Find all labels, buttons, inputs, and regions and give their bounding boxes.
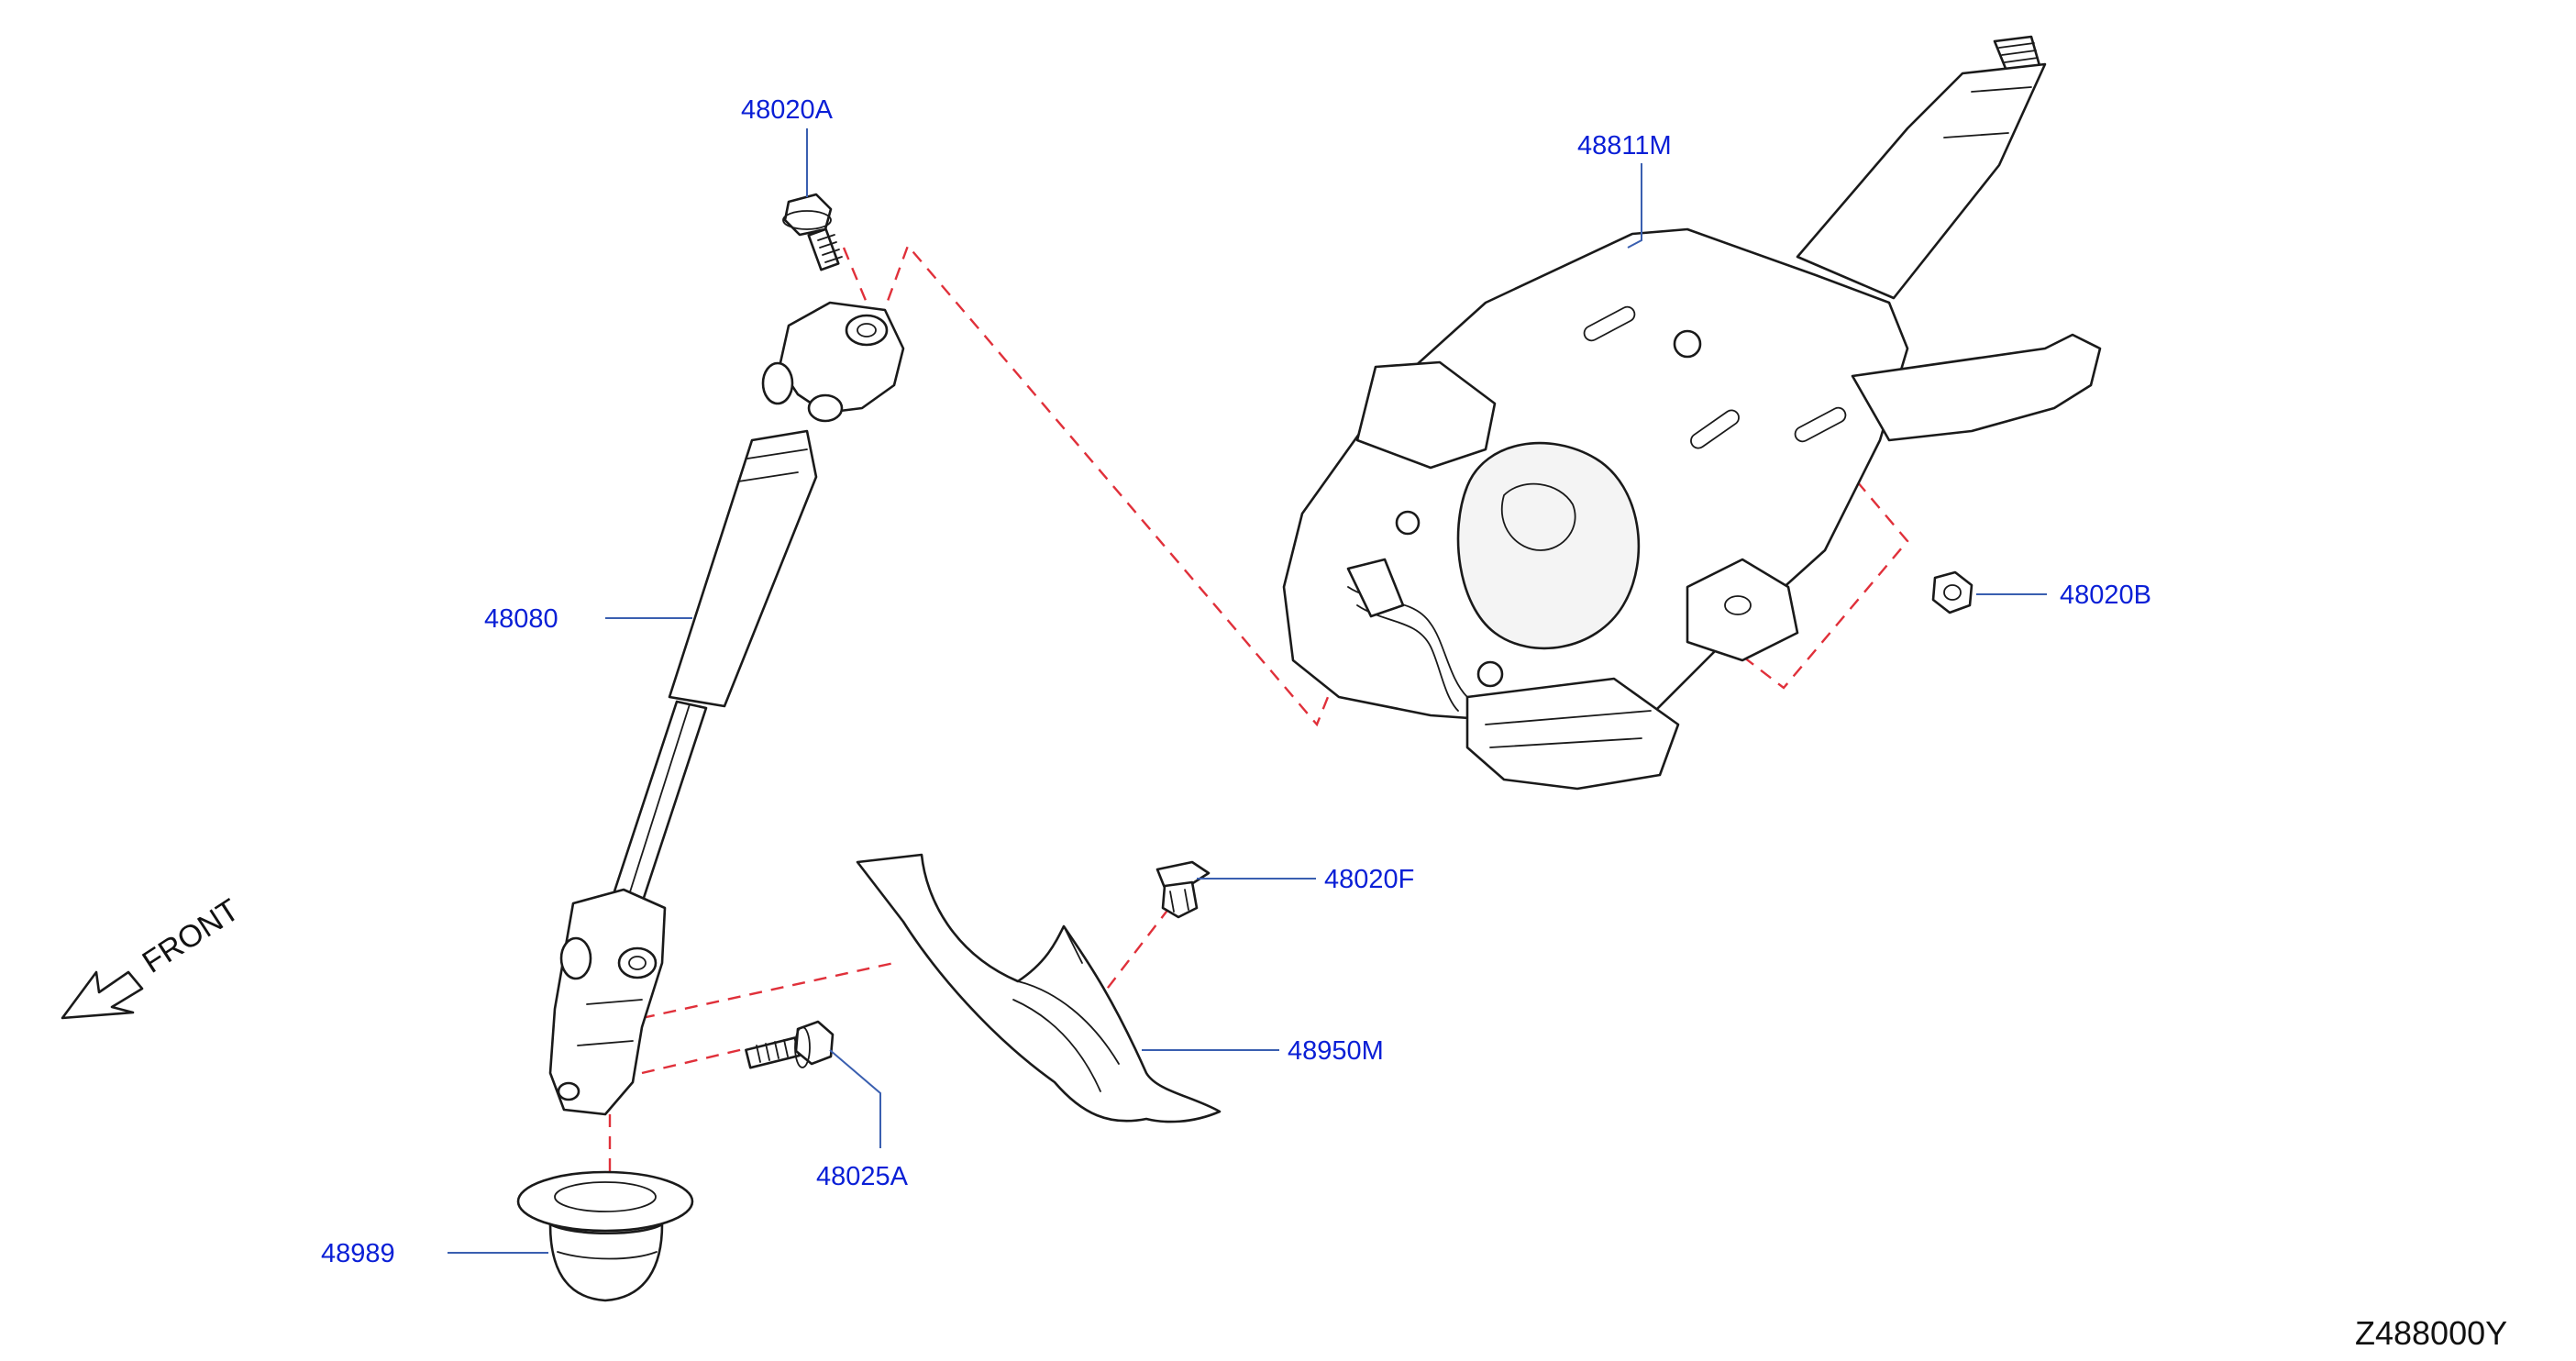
clip-48020f xyxy=(1155,860,1211,919)
dashed-line-bolt-to-joint xyxy=(641,1046,748,1075)
upper-yoke xyxy=(778,301,905,415)
callout-48950m: 48950M xyxy=(1288,1036,1384,1066)
lower-shaft xyxy=(611,700,708,905)
eps-motor-housing xyxy=(1456,441,1641,650)
column-upper-tube xyxy=(1796,62,2047,300)
lower-cross-cap-left xyxy=(559,936,592,980)
steering-column-48811m xyxy=(1282,35,2102,791)
front-arrow-icon xyxy=(61,970,144,1020)
lower-cross-cap-right xyxy=(617,946,658,979)
column-right-bracket xyxy=(1686,558,1799,662)
callout-48811m: 48811M xyxy=(1577,131,1672,160)
dashed-line-shaft-to-cover xyxy=(641,961,895,1020)
front-indicator: FRONT xyxy=(61,892,246,1020)
upper-cross-cap xyxy=(761,361,794,405)
intermediate-shaft-48080 xyxy=(548,301,905,1116)
clip-body xyxy=(1161,880,1199,919)
bolt-flange xyxy=(794,1026,811,1068)
column-left-bracket xyxy=(1355,360,1497,470)
dashed-line-shaft-to-column xyxy=(879,243,1350,727)
bolt-flange xyxy=(782,210,832,230)
callout-48025a: 48025A xyxy=(816,1162,909,1191)
callout-48020a: 48020A xyxy=(741,95,834,125)
column-right-bracket-arm xyxy=(1851,333,2102,442)
callout-48080: 48080 xyxy=(484,604,558,634)
callout-48020f: 48020F xyxy=(1324,865,1414,894)
seal-flange xyxy=(516,1170,694,1233)
callout-48020b: 48020B xyxy=(2060,581,2151,610)
column-lower-housing xyxy=(1465,677,1680,791)
seal-body xyxy=(548,1223,664,1302)
motor-cap-outline xyxy=(1501,482,1576,551)
dashed-line-clip-to-cover xyxy=(1077,907,1170,1028)
column-cover-48950m xyxy=(856,853,1222,1123)
nut-48020b xyxy=(1931,570,1973,614)
upper-tube xyxy=(668,429,818,708)
cover-inner-fold xyxy=(1012,980,1120,1092)
diagram-code: Z488000Y xyxy=(2355,1314,2507,1352)
callout-48989: 48989 xyxy=(321,1239,395,1268)
front-label: FRONT xyxy=(137,892,246,980)
connector-block xyxy=(1346,558,1405,618)
bolt-shank xyxy=(745,1036,801,1069)
leader-48025a xyxy=(829,1049,881,1148)
lower-yoke-hole xyxy=(557,1081,580,1101)
bolt-48025a xyxy=(745,1020,835,1069)
seal-48989 xyxy=(516,1170,694,1302)
upper-yoke-eye xyxy=(845,314,889,347)
callout-labels: 48020A 48811M 48080 48020B 48020F 48950M… xyxy=(321,95,2151,1268)
bolt-48020a xyxy=(782,193,843,271)
callout-leaders xyxy=(448,128,2047,1254)
nut-hex xyxy=(1931,570,1973,614)
leader-48811m xyxy=(1627,163,1642,249)
dashed-line-bolt-to-shaft xyxy=(842,247,868,304)
